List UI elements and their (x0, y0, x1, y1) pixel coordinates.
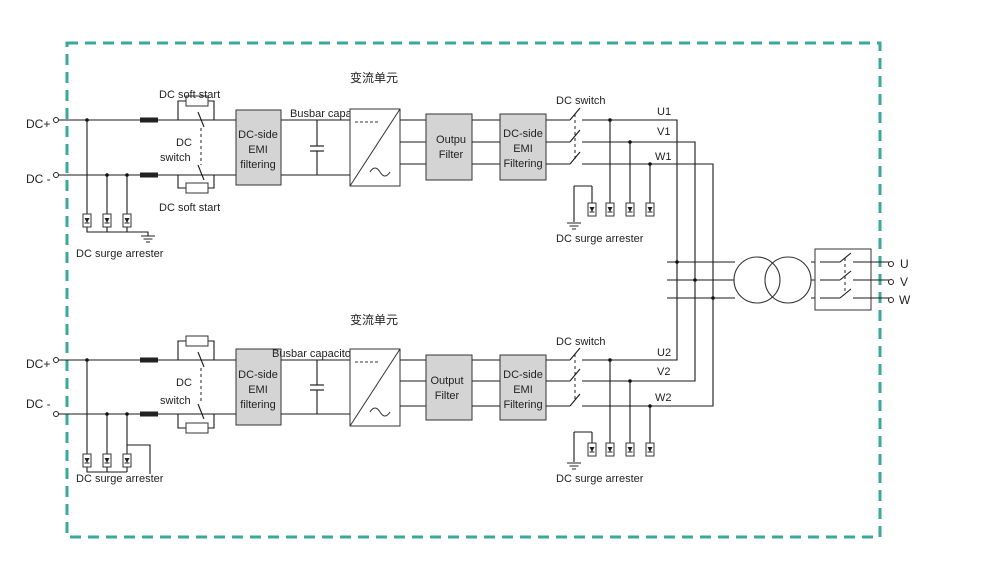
dc-switch-label-line1: DC (176, 377, 192, 389)
surge-arrester (587, 442, 597, 457)
output-filter-line1: Outpu (436, 134, 466, 146)
phase-u1-label: U1 (657, 106, 671, 118)
output-w-label: W (899, 293, 911, 307)
surge-arrester (122, 453, 132, 468)
emi-in-line3: filtering (240, 399, 275, 411)
dc-switch-label-line2: switch (160, 395, 191, 407)
unit-title: 变流单元 (350, 312, 398, 327)
soft-start-resistor (185, 95, 209, 107)
surge-arrester (82, 213, 92, 228)
dc-surge-arrester-in-label: DC surge arrester (76, 473, 164, 485)
unit-title: 变流单元 (350, 70, 398, 85)
soft-start-resistor (185, 335, 209, 347)
converter-unit-2: 变流单元 DC+ DC - DC switch DC surge arreste… (26, 262, 714, 485)
output-v-label: V (900, 275, 908, 289)
dc-soft-start-top-label: DC soft start (159, 89, 220, 101)
output-filter-line2: Filter (439, 149, 464, 161)
dc-minus-label: DC - (26, 172, 51, 186)
dc-surge-arrester-in-label: DC surge arrester (76, 248, 164, 260)
emi-in-line1: DC-side (238, 369, 278, 381)
fuse (140, 357, 158, 363)
dc-minus-terminal (53, 172, 59, 178)
dc-emi-filter-input (235, 109, 282, 186)
busbar-capacitor-label: Busbar capacitor (272, 348, 355, 360)
surge-arrester (82, 453, 92, 468)
surge-arrester (605, 442, 615, 457)
dc-plus-label: DC+ (26, 357, 50, 371)
soft-start-resistor (185, 422, 209, 434)
emi-filter-output (499, 354, 547, 421)
transformer-section: U V W (667, 248, 911, 311)
emi-in-line1: DC-side (238, 129, 278, 141)
surge-arrester (587, 202, 597, 217)
surge-arrester (102, 213, 112, 228)
phase-w2-label: W2 (655, 392, 672, 404)
ground-icon (140, 235, 156, 243)
surge-arrester (645, 202, 655, 217)
ground-icon (566, 462, 582, 470)
dc-surge-arrester-out-label: DC surge arrester (556, 233, 644, 245)
dc-switch-out-label: DC switch (556, 336, 606, 348)
dc-plus-terminal (53, 117, 59, 123)
surge-arrester (605, 202, 615, 217)
converter-cabinet-border (65, 41, 882, 539)
dc-soft-start-bottom-label: DC soft start (159, 202, 220, 214)
emi-in-line2: EMI (248, 144, 268, 156)
fuse (140, 117, 158, 123)
surge-arrester (625, 442, 635, 457)
dc-plus-terminal (53, 357, 59, 363)
emi-in-line2: EMI (248, 384, 268, 396)
emi-out-line2: EMI (513, 143, 533, 155)
transformer-icon (733, 256, 781, 304)
ground-icon (566, 222, 582, 230)
dc-switch-label-line2: switch (160, 152, 191, 164)
dc-emi-filter-input (235, 348, 282, 426)
fuse (140, 172, 158, 178)
dc-switch-out-label: DC switch (556, 95, 606, 107)
fuse (140, 411, 158, 417)
output-terminal-v (888, 279, 894, 285)
output-filter (425, 113, 473, 181)
output-filter (425, 354, 473, 421)
phase-v1-label: V1 (657, 126, 670, 138)
output-u-label: U (900, 257, 909, 271)
phase-v2-label: V2 (657, 366, 670, 378)
surge-arrester (102, 453, 112, 468)
phase-w1-label: W1 (655, 151, 672, 163)
emi-out-line1: DC-side (503, 128, 543, 140)
surge-arrester (645, 442, 655, 457)
emi-out-line2: EMI (513, 384, 533, 396)
surge-arrester (122, 213, 132, 228)
emi-out-line3: Filtering (503, 399, 542, 411)
output-filter-line2: Filter (435, 390, 460, 402)
emi-in-line3: filtering (240, 159, 275, 171)
soft-start-resistor (185, 182, 209, 194)
surge-arrester (625, 202, 635, 217)
output-terminal-w (888, 297, 894, 303)
emi-out-line1: DC-side (503, 369, 543, 381)
converter-unit-1: 变流单元 DC+ DC - DC soft start DC soft star… (26, 70, 714, 298)
phase-u2-label: U2 (657, 347, 671, 359)
dc-minus-label: DC - (26, 397, 51, 411)
emi-filter-output (499, 113, 547, 181)
dc-switch-label-line1: DC (176, 137, 192, 149)
dc-surge-arrester-out-label: DC surge arrester (556, 473, 644, 485)
dc-plus-label: DC+ (26, 117, 50, 131)
output-filter-line1: Output (430, 375, 463, 387)
dc-minus-terminal (53, 411, 59, 417)
output-terminal-u (888, 261, 894, 267)
emi-out-line3: Filtering (503, 158, 542, 170)
